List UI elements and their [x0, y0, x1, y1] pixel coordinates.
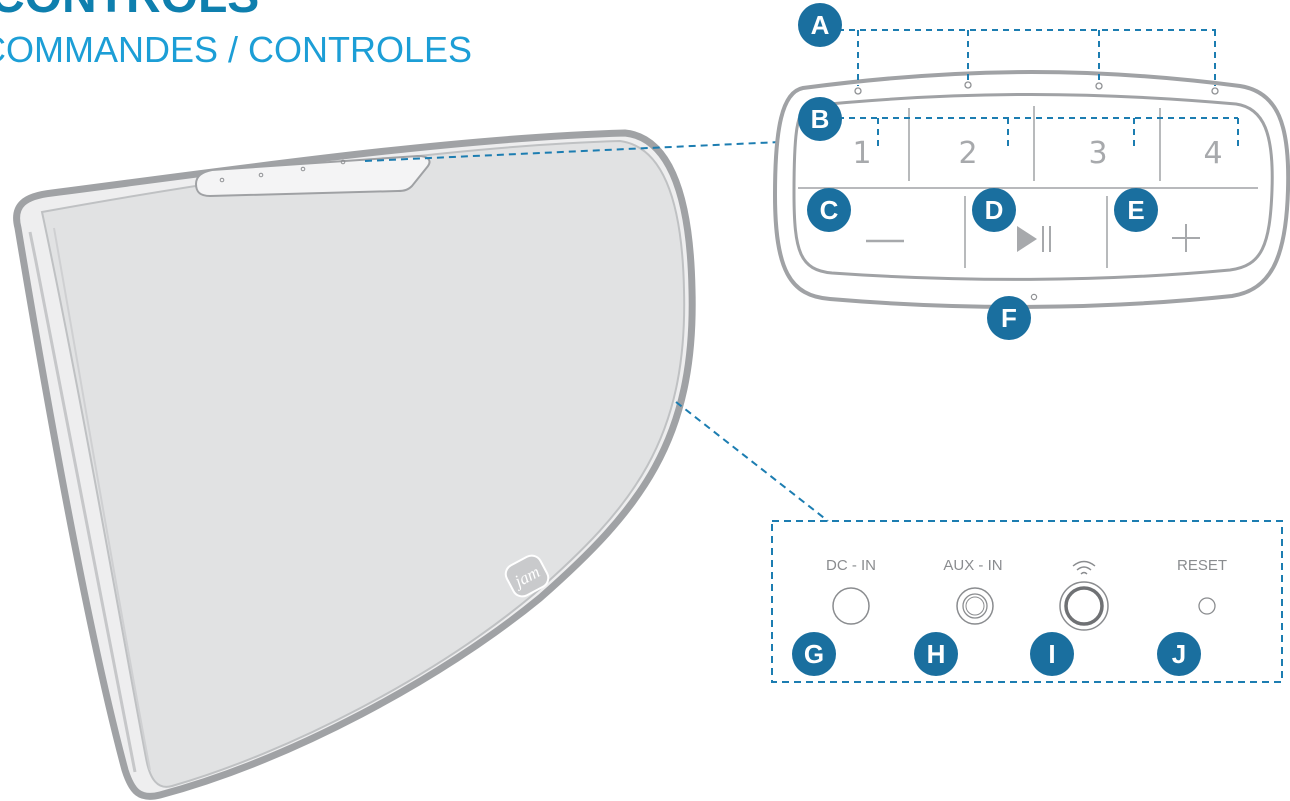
dc-in-port: [832, 587, 870, 625]
callout-d-badge: D: [972, 188, 1016, 232]
play-pause-button[interactable]: [1017, 226, 1051, 252]
callout-b-badge: B: [798, 97, 842, 141]
speaker-body: jam: [13, 129, 696, 800]
dc-in-label: DC - IN: [826, 557, 876, 574]
callout-b-bracket: [838, 117, 1239, 150]
strip-led: [258, 172, 264, 178]
callout-j-letter: J: [1172, 639, 1186, 669]
reset-label: RESET: [1177, 557, 1227, 574]
callout-h-badge: H: [914, 632, 958, 676]
callout-c-letter: C: [820, 195, 839, 225]
preset-led-4: [1211, 87, 1219, 95]
preset-led-2: [964, 81, 972, 89]
page-subtitle: COMMANDES / CONTROLES: [0, 29, 472, 70]
jam-logo: jam: [504, 554, 550, 598]
speaker-grille: [40, 139, 686, 788]
speaker-side-edge: [28, 231, 137, 773]
callout-i-badge: I: [1030, 632, 1074, 676]
control-panel-inner: [792, 93, 1274, 281]
rear-ports-panel: DC - IN AUX - IN RESET: [771, 520, 1283, 683]
callout-h-letter: H: [927, 639, 946, 669]
callout-f-badge: F: [987, 296, 1031, 340]
callout-b-letter: B: [811, 104, 830, 134]
page-title: CONTROLS: [0, 0, 259, 23]
control-panel: 1 2 3 4: [772, 70, 1290, 309]
panel-leader-line: [364, 141, 781, 162]
play-icon: [1017, 226, 1037, 252]
strip-led: [219, 177, 225, 183]
rear-ports-box: [771, 520, 1283, 683]
callout-f-letter: F: [1001, 303, 1017, 333]
callout-a-bracket: [838, 29, 1216, 86]
strip-led: [340, 159, 346, 165]
callout-e-letter: E: [1127, 195, 1144, 225]
preset-button-3[interactable]: 3: [1088, 136, 1107, 171]
preset-led-3: [1095, 82, 1103, 90]
ports-leader-line: [675, 401, 829, 522]
callout-d-letter: D: [985, 195, 1004, 225]
aux-in-port: [956, 587, 994, 625]
callout-j-badge: J: [1157, 632, 1201, 676]
reset-button[interactable]: [1198, 597, 1216, 615]
callout-i-letter: I: [1048, 639, 1055, 669]
speaker-side-edge-inner: [53, 227, 151, 771]
wifi-icon: [1072, 560, 1096, 575]
aux-in-label: AUX - IN: [943, 557, 1002, 574]
preset-button-2[interactable]: 2: [958, 136, 977, 171]
wifi-button[interactable]: [1059, 581, 1109, 631]
callout-e-badge: E: [1114, 188, 1158, 232]
callout-g-letter: G: [804, 639, 824, 669]
preset-button-4[interactable]: 4: [1203, 136, 1222, 171]
speaker-control-strip: [194, 154, 431, 198]
callout-a-badge: A: [798, 3, 842, 47]
preset-led-1: [854, 87, 862, 95]
strip-led: [300, 166, 306, 172]
preset-button-1[interactable]: 1: [852, 136, 871, 171]
callout-a-letter: A: [811, 10, 830, 40]
status-led: [1030, 293, 1038, 301]
callout-c-badge: C: [807, 188, 851, 232]
callout-g-badge: G: [792, 632, 836, 676]
volume-up-button[interactable]: [1172, 224, 1200, 252]
